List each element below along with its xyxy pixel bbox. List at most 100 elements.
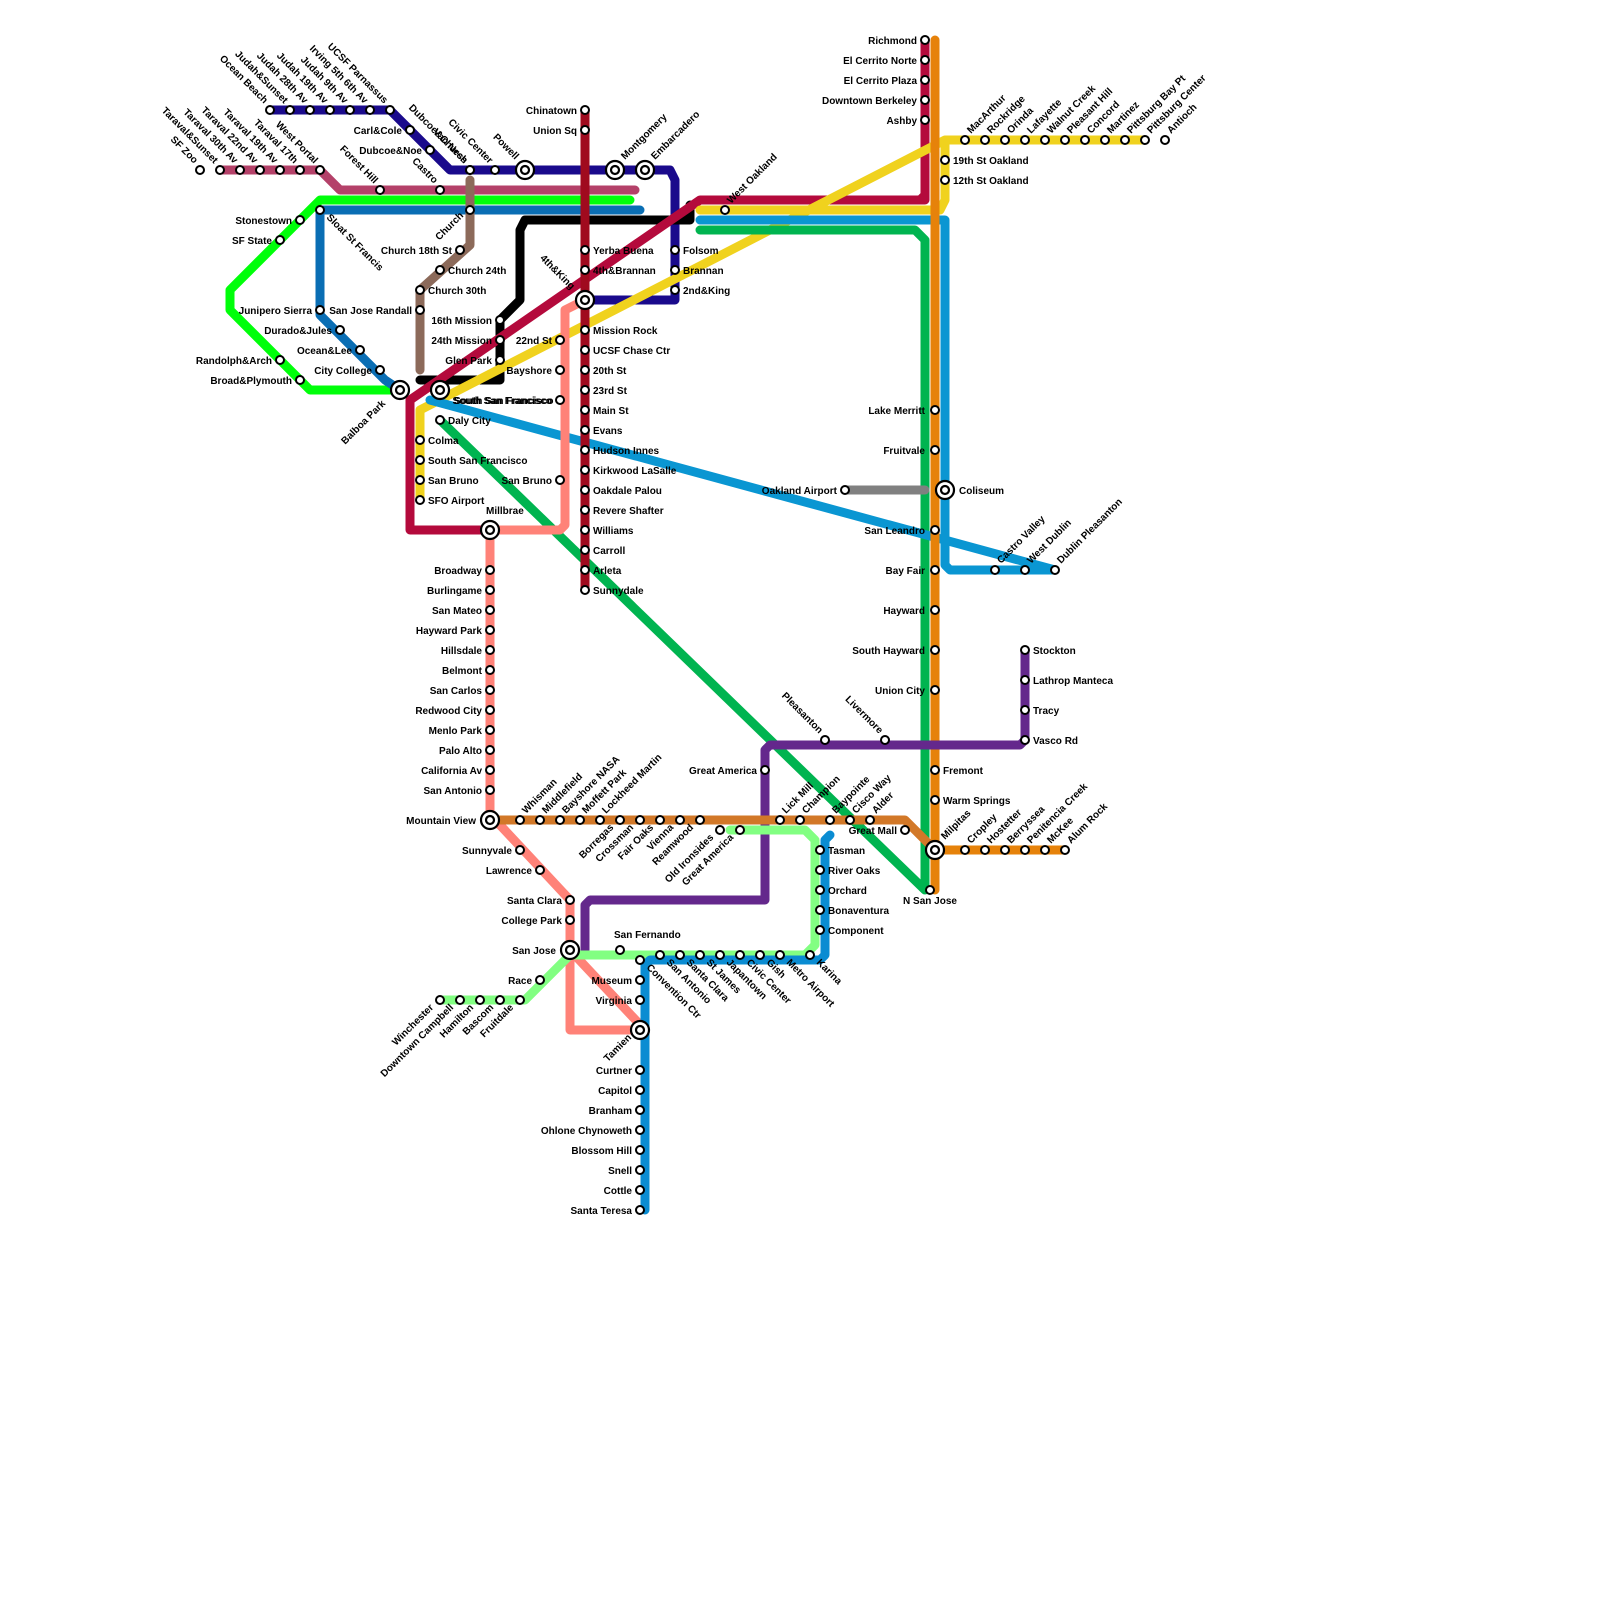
- station-marker-macarthur[interactable]: [960, 135, 970, 145]
- station-marker-cropley[interactable]: [960, 845, 970, 855]
- station-marker-vasco-rd[interactable]: [1020, 735, 1030, 745]
- station-marker-lick-mill[interactable]: [775, 815, 785, 825]
- station-marker-4th-brannan[interactable]: [580, 265, 590, 275]
- station-marker-2nd-king[interactable]: [670, 285, 680, 295]
- station-marker-south-hayward[interactable]: [930, 645, 940, 655]
- station-marker-walnut-creek[interactable]: [1040, 135, 1050, 145]
- station-marker-folsom[interactable]: [670, 245, 680, 255]
- station-marker-forest-hill[interactable]: [375, 185, 385, 195]
- station-marker-baypointe[interactable]: [825, 815, 835, 825]
- station-marker-san-leandro[interactable]: [930, 525, 940, 535]
- station-marker-colma[interactable]: [415, 435, 425, 445]
- station-marker-taraval-19th-av[interactable]: [275, 165, 285, 175]
- station-marker-church-30th[interactable]: [415, 285, 425, 295]
- station-marker-chinatown[interactable]: [580, 105, 590, 115]
- station-marker-oakdale-palou[interactable]: [580, 485, 590, 495]
- station-marker-civic-center[interactable]: [735, 950, 745, 960]
- station-marker-orinda[interactable]: [1000, 135, 1010, 145]
- station-marker-brannan[interactable]: [670, 265, 680, 275]
- station-marker-west-dublin[interactable]: [1020, 565, 1030, 575]
- station-marker-alder[interactable]: [865, 815, 875, 825]
- station-marker-livermore[interactable]: [880, 735, 890, 745]
- station-marker-civic-center[interactable]: [490, 165, 500, 175]
- station-marker-san-bruno[interactable]: [415, 475, 425, 485]
- station-marker-ucsf-parnassus[interactable]: [385, 105, 395, 115]
- station-marker-great-america[interactable]: [735, 825, 745, 835]
- station-marker-sf-state[interactable]: [275, 235, 285, 245]
- station-marker-dublin-pleasanton[interactable]: [1050, 565, 1060, 575]
- station-marker-main-st[interactable]: [580, 405, 590, 415]
- station-marker-lafayette[interactable]: [1020, 135, 1030, 145]
- station-marker-fruitvale[interactable]: [930, 445, 940, 455]
- station-marker-metro-airport[interactable]: [775, 950, 785, 960]
- station-marker-durado-jules[interactable]: [335, 325, 345, 335]
- station-marker-downtown-berkeley[interactable]: [920, 95, 930, 105]
- station-marker-union-sq[interactable]: [580, 125, 590, 135]
- station-marker-broadway[interactable]: [485, 565, 495, 575]
- station-marker-church-24th[interactable]: [435, 265, 445, 275]
- station-marker-branham[interactable]: [635, 1105, 645, 1115]
- station-marker-great-mall[interactable]: [900, 825, 910, 835]
- station-marker-carl-cole[interactable]: [405, 125, 415, 135]
- station-marker-irving-5th-6th-av[interactable]: [365, 105, 375, 115]
- station-marker-fruitdale[interactable]: [515, 995, 525, 1005]
- station-marker-el-cerrito-plaza[interactable]: [920, 75, 930, 85]
- station-marker-22nd-st[interactable]: [555, 335, 565, 345]
- station-marker-old-ironsides[interactable]: [715, 825, 725, 835]
- station-marker-ucsf-chase-ctr[interactable]: [580, 345, 590, 355]
- station-marker-champion[interactable]: [795, 815, 805, 825]
- station-marker-church-18th-st[interactable]: [455, 245, 465, 255]
- station-marker-belmont[interactable]: [485, 665, 495, 675]
- station-marker-california-av[interactable]: [485, 765, 495, 775]
- station-marker-ashby[interactable]: [920, 115, 930, 125]
- station-marker-japantown[interactable]: [715, 950, 725, 960]
- station-marker-arleta[interactable]: [580, 565, 590, 575]
- station-marker-hamilton[interactable]: [475, 995, 485, 1005]
- station-marker-castro[interactable]: [435, 185, 445, 195]
- station-marker-san-jose-randall[interactable]: [415, 305, 425, 315]
- station-marker-pleasant-hill[interactable]: [1060, 135, 1070, 145]
- station-marker-stockton[interactable]: [1020, 645, 1030, 655]
- station-marker-carroll[interactable]: [580, 545, 590, 555]
- station-marker-hayward[interactable]: [930, 605, 940, 615]
- station-marker-winchester[interactable]: [435, 995, 445, 1005]
- station-marker-randolph-arch[interactable]: [275, 355, 285, 365]
- station-marker-lockheed-martin[interactable]: [595, 815, 605, 825]
- station-marker-lathrop-manteca[interactable]: [1020, 675, 1030, 685]
- station-marker-pleasanton[interactable]: [820, 735, 830, 745]
- station-marker-hostetter[interactable]: [980, 845, 990, 855]
- station-marker-glen-park[interactable]: [495, 355, 505, 365]
- station-marker-martinez[interactable]: [1100, 135, 1110, 145]
- station-marker-concord[interactable]: [1080, 135, 1090, 145]
- station-marker-warm-springs[interactable]: [930, 795, 940, 805]
- station-marker-virginia[interactable]: [635, 995, 645, 1005]
- station-marker-judah-19th-av[interactable]: [325, 105, 335, 115]
- station-marker-pittsburg-center[interactable]: [1140, 135, 1150, 145]
- station-marker-convention-ctr[interactable]: [635, 955, 645, 965]
- station-marker-judah-sunset[interactable]: [285, 105, 295, 115]
- station-marker-san-bruno[interactable]: [555, 475, 565, 485]
- station-marker-san-antonio[interactable]: [485, 785, 495, 795]
- station-marker-hillsdale[interactable]: [485, 645, 495, 655]
- station-marker-judah-9th-av[interactable]: [345, 105, 355, 115]
- station-marker-blossom-hill[interactable]: [635, 1145, 645, 1155]
- station-marker-24th-mission[interactable]: [495, 335, 505, 345]
- station-marker-junipero-sierra[interactable]: [315, 305, 325, 315]
- station-marker-hayward-park[interactable]: [485, 625, 495, 635]
- station-marker-lawrence[interactable]: [535, 865, 545, 875]
- station-marker-santa-clara[interactable]: [565, 895, 575, 905]
- station-marker-st-james[interactable]: [695, 950, 705, 960]
- station-marker-moffett-park[interactable]: [575, 815, 585, 825]
- station-marker-broad-plymouth[interactable]: [295, 375, 305, 385]
- station-marker-san-fernando[interactable]: [615, 945, 625, 955]
- station-marker-antioch[interactable]: [1160, 135, 1170, 145]
- station-marker-union-city[interactable]: [930, 685, 940, 695]
- station-marker-16th-mission[interactable]: [495, 315, 505, 325]
- station-marker-borregas[interactable]: [615, 815, 625, 825]
- station-marker-n-san-jose[interactable]: [925, 885, 935, 895]
- station-marker-fremont[interactable]: [930, 765, 940, 775]
- station-marker-gish[interactable]: [755, 950, 765, 960]
- station-marker-karina[interactable]: [805, 950, 815, 960]
- station-marker-ocean-lee[interactable]: [355, 345, 365, 355]
- station-marker-revere-shafter[interactable]: [580, 505, 590, 515]
